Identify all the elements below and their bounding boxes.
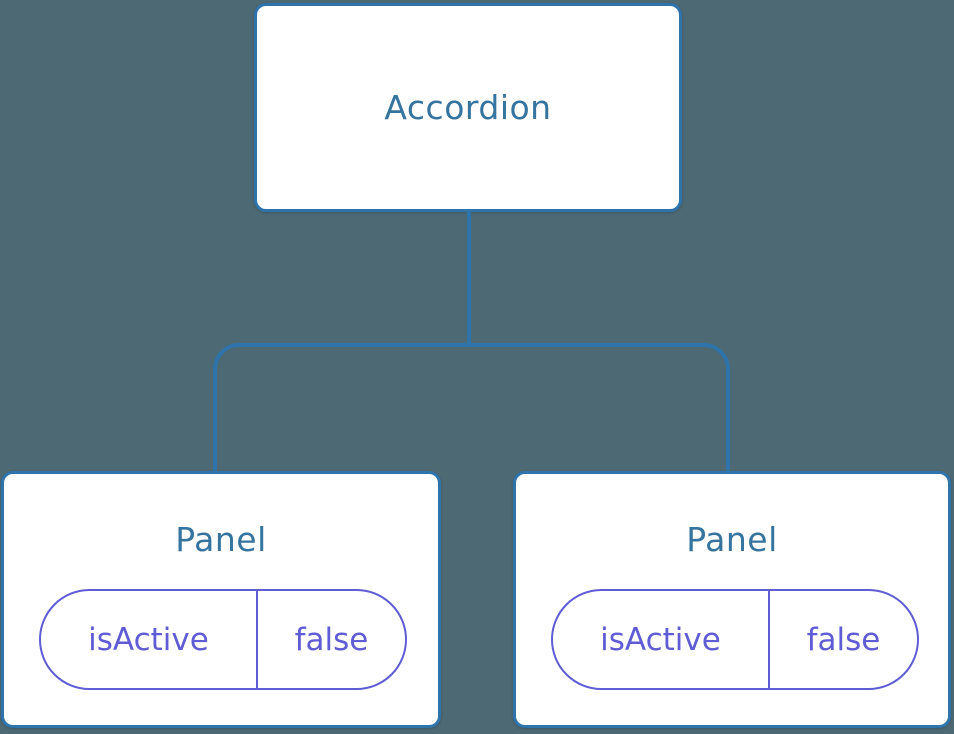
node-panel-1: Panel isActive false bbox=[1, 471, 441, 728]
panel-2-state-value: false bbox=[768, 591, 917, 688]
panel-1-state-key: isActive bbox=[88, 621, 209, 658]
panel-2-state-pill: isActive false bbox=[551, 589, 919, 690]
panel-2-state-key: isActive bbox=[600, 621, 721, 658]
panel-1-state-value: false bbox=[256, 591, 405, 688]
panel-1-title: Panel bbox=[175, 520, 267, 559]
panel-1-state-pill: isActive false bbox=[39, 589, 407, 690]
accordion-node-label: Accordion bbox=[384, 88, 552, 127]
connector-stem-line bbox=[467, 210, 471, 344]
connector-branch-bracket bbox=[213, 343, 730, 472]
node-accordion: Accordion bbox=[254, 3, 682, 212]
panel-2-title: Panel bbox=[686, 520, 778, 559]
node-panel-2: Panel isActive false bbox=[513, 471, 951, 728]
